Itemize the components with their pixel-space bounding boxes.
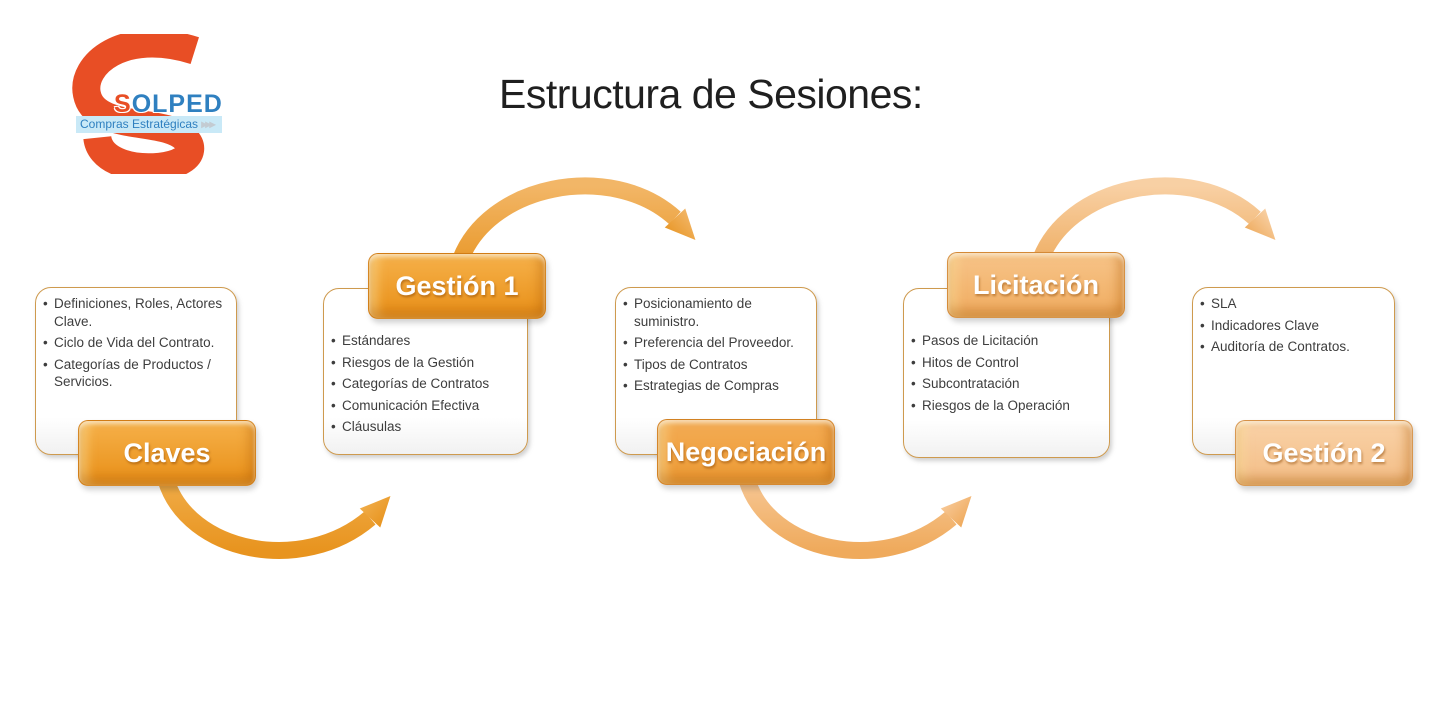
flow-arrow-gestion1-to-negociacion	[450, 177, 696, 267]
stage-panel-gestion-1: EstándaresRiesgos de la GestiónCategoría…	[323, 288, 528, 455]
bullet-item: Posicionamiento de suministro.	[623, 295, 808, 330]
flow-arrow-licitacion-to-gestion2	[1030, 177, 1276, 267]
bullet-item: Estándares	[331, 332, 519, 350]
stage-button-negociacion: Negociación	[657, 419, 835, 485]
bullet-item: Tipos de Contratos	[623, 356, 808, 374]
bullet-item: Estrategias de Compras	[623, 377, 808, 395]
stage-panel-claves: Definiciones, Roles, Actores Clave. Ciclo…	[35, 287, 237, 455]
stage-button-label: Claves	[123, 437, 211, 468]
bullet-item: Categorías de Productos / Servicios.	[43, 356, 228, 391]
brand-tagline: Compras Estratégicas	[80, 117, 199, 131]
stage-button-label: Negociación	[665, 436, 827, 467]
bullet-item: Categorías de Contratos	[331, 375, 519, 393]
flow-arrow-claves-to-gestion1	[157, 477, 391, 559]
bullet-item: Definiciones, Roles, Actores Clave.	[43, 295, 228, 330]
brand-rest: OLPED	[131, 90, 223, 118]
brand-initial: S	[114, 90, 132, 118]
bullet-list: Definiciones, Roles, Actores Clave. Ciclo…	[36, 288, 236, 401]
bullet-item: Cláusulas	[331, 418, 519, 436]
brand-tagline-banner: Compras Estratégicas ▸▸▸	[76, 116, 222, 133]
bullet-list: EstándaresRiesgos de la GestiónCategoría…	[324, 289, 527, 446]
stage-button-claves: Claves	[78, 420, 256, 486]
solped-logo: SOLPED Compras Estratégicas ▸▸▸	[70, 28, 230, 178]
stage-button-label: Gestión 1	[395, 270, 519, 301]
bullet-item: Subcontratación	[911, 375, 1101, 393]
stage-button-gestion-2: Gestión 2	[1235, 420, 1413, 486]
bullet-list: Pasos de LicitaciónHitos de ControlSubco…	[904, 289, 1109, 424]
bullet-list: SLA Indicadores ClaveAuditoría de Contrat…	[1193, 288, 1394, 366]
bullet-item: Comunicación Efectiva	[331, 397, 519, 415]
bullet-item: SLA	[1200, 295, 1386, 313]
bullet-list: Posicionamiento de suministro. Preferenci…	[616, 288, 816, 405]
bullet-item: Riesgos de la Gestión	[331, 354, 519, 372]
bullet-item: Preferencia del Proveedor.	[623, 334, 808, 352]
stage-button-gestion-1: Gestión 1	[368, 253, 546, 319]
stage-button-label: Licitación	[972, 269, 1100, 300]
flow-arrow-negociacion-to-licitacion	[738, 477, 972, 559]
bullet-item: Ciclo de Vida del Contrato.	[43, 334, 228, 352]
bullet-item: Auditoría de Contratos.	[1200, 338, 1386, 356]
chevron-arrows-icon: ▸▸▸	[201, 117, 215, 131]
stage-button-licitacion: Licitación	[947, 252, 1125, 318]
bullet-item: Riesgos de la Operación	[911, 397, 1101, 415]
brand-wordmark: SOLPED	[114, 90, 223, 119]
bullet-item: Hitos de Control	[911, 354, 1101, 372]
page-title: Estructura de Sesiones:	[499, 71, 923, 117]
bullet-item: Pasos de Licitación	[911, 332, 1101, 350]
stage-button-label: Gestión 2	[1262, 437, 1386, 468]
bullet-item: Indicadores Clave	[1200, 317, 1386, 335]
